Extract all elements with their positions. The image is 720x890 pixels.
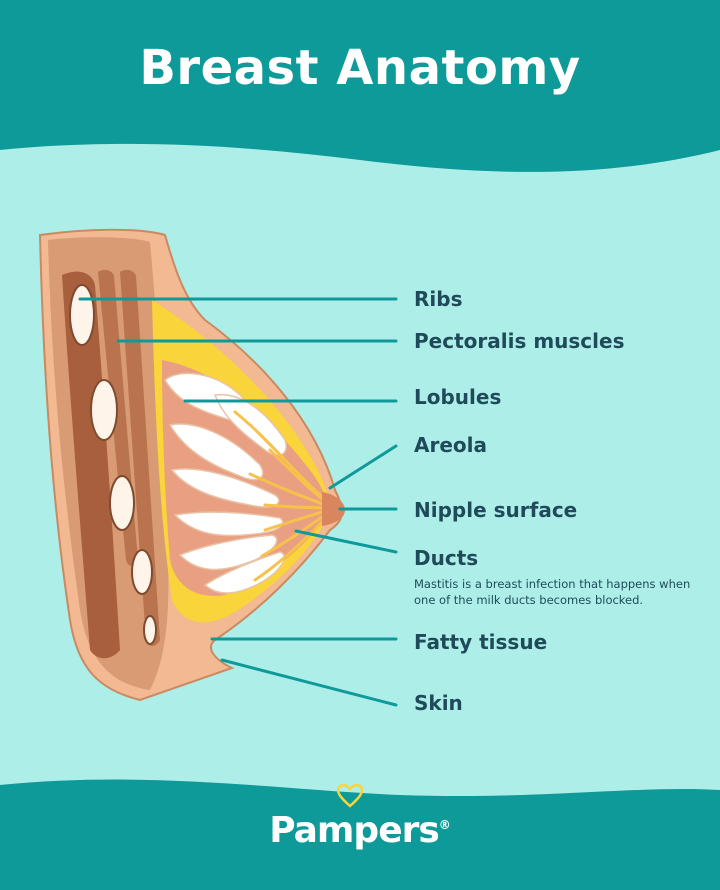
breast-illustration: [38, 228, 345, 702]
lobule-6: [178, 534, 278, 571]
label-skin: Skin: [414, 691, 463, 715]
leader-skin: [220, 658, 398, 707]
rib-3: [109, 475, 135, 531]
footer-band: [0, 779, 720, 890]
brand-name: Pampers: [269, 810, 440, 851]
registered-mark: ®: [438, 818, 451, 832]
nipple: [322, 492, 345, 526]
page-title: Breast Anatomy: [139, 40, 581, 96]
lobule-4: [170, 468, 280, 508]
label-pectoralis-muscles: Pectoralis muscles: [414, 329, 625, 353]
rib-1: [69, 284, 95, 346]
rib-4: [131, 549, 153, 595]
header-band: [0, 0, 720, 172]
label-ribs: Ribs: [414, 287, 463, 311]
pectoral-muscle-2: [120, 269, 160, 646]
heart-icon: [337, 784, 364, 808]
label-nipple-surface: Nipple surface: [414, 498, 578, 522]
leader-areola: [328, 444, 398, 490]
leader-lines: [78, 297, 398, 707]
rib-column: [62, 271, 120, 659]
brand-logo: Pampers®: [0, 784, 720, 851]
brand-wordmark: Pampers®: [269, 784, 451, 851]
label-ducts: Ducts: [414, 546, 479, 570]
rib-2: [90, 379, 118, 441]
ducts-note: Mastitis is a breast infection that happ…: [414, 577, 691, 607]
rib-5: [143, 615, 157, 645]
label-fatty-tissue: Fatty tissue: [414, 630, 548, 654]
leader-ducts: [294, 529, 398, 554]
label-areola: Areola: [414, 433, 487, 457]
lobule-7: [203, 551, 285, 594]
label-lobules: Lobules: [414, 385, 502, 409]
